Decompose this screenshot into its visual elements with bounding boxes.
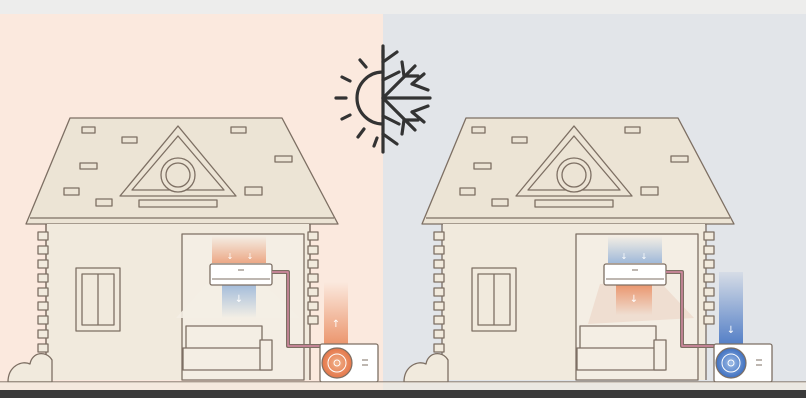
- outdoor-unit-left: [319, 343, 379, 383]
- quoins-left: [37, 231, 49, 353]
- svg-text:↓: ↓: [630, 294, 638, 305]
- sun-snowflake-icon: [334, 44, 432, 154]
- warm-air-output: [222, 285, 256, 318]
- sofa: [182, 325, 273, 371]
- svg-text:↓: ↓: [235, 294, 243, 305]
- svg-text:↓: ↓: [227, 252, 234, 261]
- svg-text:↓: ↓: [247, 252, 254, 261]
- top-strip: [0, 0, 806, 14]
- bush: [7, 353, 53, 383]
- quoins-left: [433, 231, 445, 353]
- cool-exhaust: [719, 272, 743, 346]
- svg-text:↓: ↓: [641, 252, 648, 261]
- warm-air-intake: [212, 236, 266, 263]
- quoins-right: [703, 231, 715, 325]
- fan-icon: [321, 347, 353, 379]
- svg-text:↓: ↓: [727, 325, 735, 336]
- indoor-unit-right: [603, 263, 667, 286]
- outdoor-unit-right: [713, 343, 773, 383]
- indoor-unit-left: [209, 263, 273, 286]
- quoins-right: [307, 231, 319, 325]
- cool-air-output: [616, 285, 652, 315]
- bush: [403, 353, 449, 383]
- fan-icon: [715, 347, 747, 379]
- room-air-intake: [608, 236, 662, 263]
- heat-exhaust: [324, 282, 348, 346]
- svg-text:↓: ↓: [621, 252, 628, 261]
- bottom-bar: [0, 390, 806, 398]
- svg-text:↑: ↑: [332, 319, 340, 330]
- sofa: [576, 325, 667, 371]
- house-right: [403, 117, 735, 383]
